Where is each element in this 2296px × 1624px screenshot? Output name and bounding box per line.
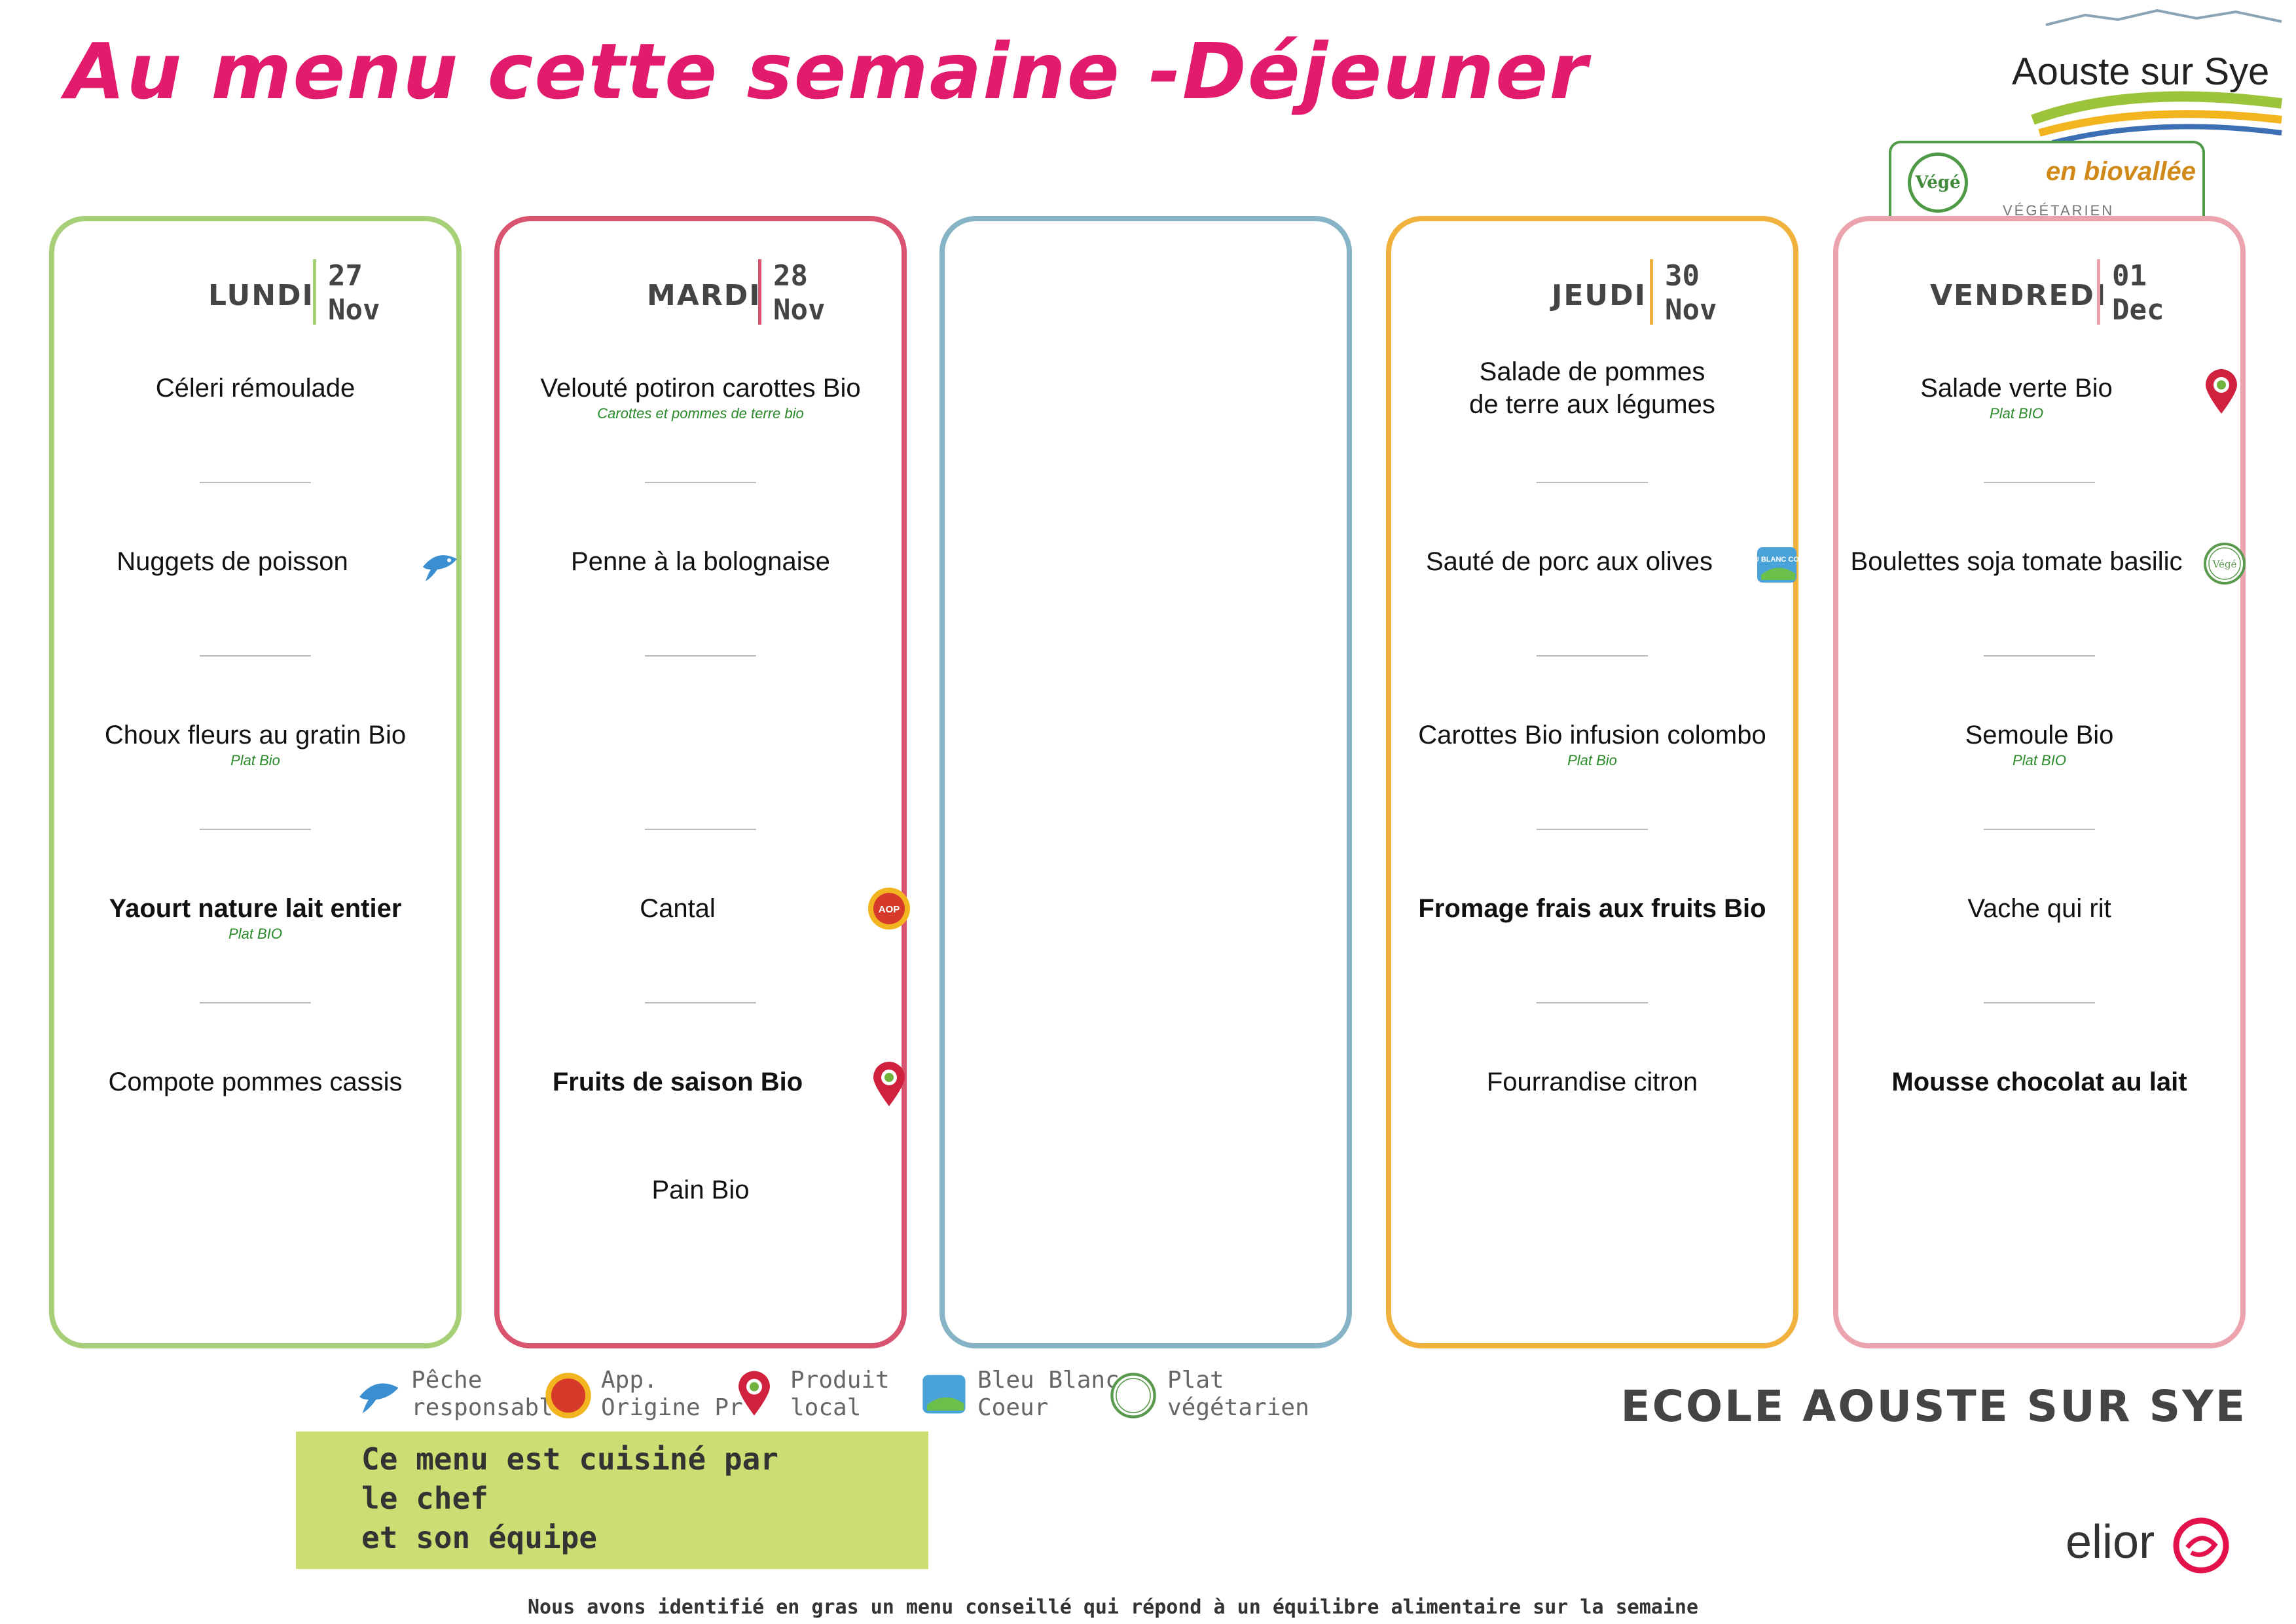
day-number: 28 [773,259,808,293]
day-date: 30 Nov [1665,259,1717,327]
dish-entree: Céleri rémoulade [155,374,355,403]
vege-badge: Végé VÉGÉTARIEN [1889,141,2205,228]
svg-text:AOP: AOP [879,904,900,915]
divider [1537,655,1648,657]
dish-fromage: Vache qui rit [1967,894,2111,923]
day-column-mardi: MARDI 28 Nov Velouté potiron carottes Bi… [494,216,910,1348]
day-separator [1650,259,1653,325]
logo-text: Aouste sur Sye [2012,50,2270,93]
divider [1984,1002,2095,1003]
day-separator [2097,259,2100,325]
chef-banner: Ce menu est cuisiné par le chef et son é… [296,1432,928,1569]
day-name: VENDREDI [1930,279,2107,312]
legend-label: App.Origine Pr [601,1367,743,1421]
divider [645,655,756,657]
divider [1984,655,2095,657]
day-column-lundi: LUNDI 27 Nov Céleri rémoulade Nuggets de… [49,216,462,1348]
aop-seal-icon: AOP [866,886,912,935]
day-month: Nov [773,293,826,327]
aouste-logo: Aouste sur Sye [2000,5,2288,156]
divider [200,655,311,657]
divider [1537,482,1648,483]
fish-icon [359,1383,399,1413]
vege-icon: Végé [2202,541,2248,590]
page-title: Au menu cette semaine -Déjeuner [65,26,1589,117]
day-month: Nov [1665,293,1717,327]
dish-dessert: Mousse chocolat au lait [1891,1068,2187,1096]
aop-seal-icon [545,1373,591,1418]
day-number: 01 [2112,259,2147,293]
divider [200,1002,311,1003]
dish-dessert: Fruits de saison Bio [552,1068,803,1096]
divider [1537,829,1648,830]
mountain-logo-icon [2031,9,2283,145]
divider [1537,1002,1648,1003]
day-number: 27 [328,259,363,293]
day-separator [313,259,316,325]
vege-icon: Végé [1908,153,1968,213]
bleu-blanc-coeur-icon: BLEU BLANC COEUR [1740,542,1814,591]
day-header: JEUDI 30 Nov [1391,241,1793,327]
day-header: LUNDI 27 Nov [54,241,456,327]
day-name: MARDI [647,279,761,312]
elior-swirl-icon [2173,1517,2229,1574]
location-pin-icon [738,1371,770,1416]
bleu-blanc-coeur-icon [922,1375,966,1414]
day-number: 30 [1665,259,1700,293]
divider [200,482,311,483]
day-column-mercredi [939,216,1352,1348]
day-date: 01 Dec [2112,259,2164,327]
dish-fromage: Cantal [640,894,716,923]
logo-tagline: en biovallée [2046,157,2196,186]
vege-icon [1110,1373,1156,1418]
divider [200,829,311,830]
location-pin-icon [2202,367,2241,419]
svg-text:Végé: Végé [2212,558,2237,570]
dish-plat: Sauté de porc aux olives [1425,547,1713,576]
dish-plat: Nuggets de poisson [117,547,348,576]
divider [645,482,756,483]
divider [1984,829,2095,830]
dish-dessert: Compote pommes cassis [108,1068,403,1096]
divider [1984,482,2095,483]
day-month: Dec [2112,293,2164,327]
day-name: LUNDI [208,279,314,312]
day-header: VENDREDI 01 Dec [1838,241,2240,327]
dish-laitage: Fromage frais aux fruits Bio [1418,894,1766,923]
day-month: Nov [328,293,380,327]
footer-note: Nous avons identifié en gras un menu con… [527,1596,1699,1619]
day-name: JEUDI [1552,279,1647,312]
dish-plat: Boulettes soja tomate basilic [1850,547,2183,576]
dish-pain: Pain Bio [651,1176,750,1204]
vege-badge-sub: VÉGÉTARIEN [2003,202,2115,219]
fish-icon [418,541,464,590]
school-name: ECOLE AOUSTE SUR SYE [1620,1381,2247,1432]
day-date: 28 Nov [773,259,825,327]
day-header: MARDI 28 Nov [500,241,902,327]
divider [645,1002,756,1003]
day-date: 27 Nov [328,259,380,327]
dish-dessert: Fourrandise citron [1486,1068,1698,1096]
dish-plat: Penne à la bolognaise [571,547,830,576]
chef-text: Ce menu est cuisiné par le chef et son é… [361,1441,778,1555]
divider [645,829,756,830]
elior-logo: elior [2066,1515,2231,1575]
location-pin-icon [869,1059,909,1111]
svg-text:BLEU BLANC COEUR: BLEU BLANC COEUR [1755,556,1800,564]
day-separator [758,259,761,325]
